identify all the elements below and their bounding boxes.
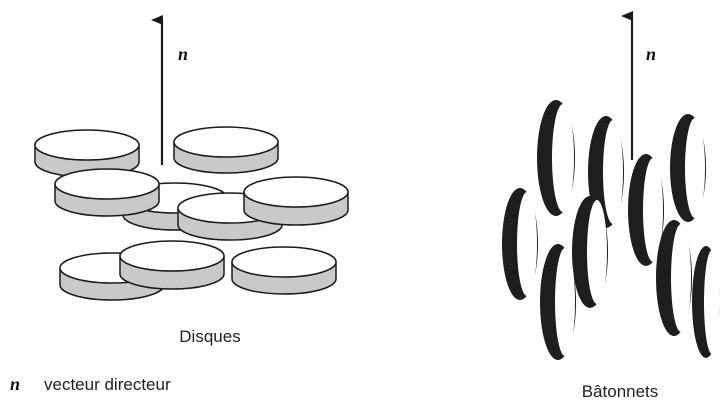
disk — [173, 126, 279, 174]
rod — [540, 244, 576, 360]
rods-director-label: n — [646, 44, 656, 64]
rod — [628, 154, 664, 266]
legend-symbol: n — [10, 374, 20, 394]
legend-text: vecteur directeur — [44, 375, 171, 394]
disks-group: n — [34, 15, 349, 346]
rod — [502, 188, 538, 300]
disk — [119, 240, 225, 290]
rods-caption: Bâtonnets — [582, 382, 659, 401]
disk — [243, 176, 349, 226]
rod — [572, 196, 608, 308]
disks-caption: Disques — [179, 327, 240, 346]
legend: n vecteur directeur — [10, 374, 171, 394]
disk — [231, 246, 337, 295]
rod — [656, 220, 692, 336]
rod — [670, 114, 706, 222]
rod — [692, 246, 720, 358]
disks-director-label: n — [178, 44, 188, 64]
rod — [537, 100, 575, 216]
disk — [54, 168, 160, 217]
rods-group: n — [502, 11, 720, 401]
